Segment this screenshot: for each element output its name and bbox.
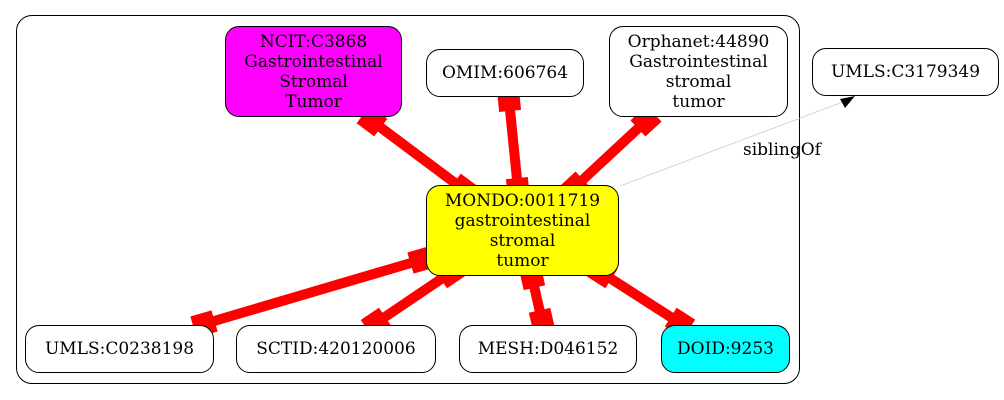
label-line: UMLS:C3179349	[830, 62, 981, 82]
label-line: Gastrointestinal	[629, 51, 768, 72]
label-line: UMLS:C0238198	[44, 339, 195, 359]
node-omim-606764[interactable]: OMIM:606764	[426, 49, 584, 97]
node-omim-label: OMIM:606764	[442, 63, 568, 83]
label-line: MONDO:0011719	[444, 190, 601, 211]
node-mesh-label: MESH:D046152	[478, 339, 619, 359]
node-doid-9253[interactable]: DOID:9253	[661, 325, 790, 373]
label-line: tumor	[496, 250, 549, 271]
label-line: Tumor	[285, 91, 342, 112]
label-line: gastrointestinal	[454, 210, 591, 231]
edge-label-siblingOf: siblingOf	[743, 140, 821, 160]
edge-ncit	[369, 116, 466, 194]
node-sctid-label: SCTID:420120006	[256, 339, 415, 359]
cluster-box	[16, 15, 800, 384]
label-line: DOID:9253	[677, 339, 774, 359]
edge-sctid	[373, 268, 453, 328]
label-line: stromal	[665, 71, 732, 92]
label-line: OMIM:606764	[441, 63, 569, 83]
edge-orphanet	[571, 117, 650, 191]
label-line: Orphanet:44890	[627, 31, 770, 52]
node-umls-c3179349-label: UMLS:C3179349	[831, 62, 980, 82]
label-line: stromal	[489, 230, 556, 251]
node-sctid-420120006[interactable]: SCTID:420120006	[236, 325, 436, 373]
edge-siblingOf	[619, 99, 849, 187]
label-line: NCIT:C3868	[259, 31, 368, 52]
label-line: tumor	[672, 91, 725, 112]
edge-doid	[599, 268, 683, 328]
node-umls-c0238198[interactable]: UMLS:C0238198	[25, 325, 214, 373]
node-mesh-d046152[interactable]: MESH:D046152	[459, 325, 637, 373]
label-line: Stromal	[279, 71, 348, 92]
node-umls-c0238198-label: UMLS:C0238198	[45, 339, 194, 359]
edge-umls	[202, 255, 423, 329]
edge-omim	[504, 99, 523, 190]
node-umls-c3179349[interactable]: UMLS:C3179349	[812, 48, 999, 96]
arrowhead-siblingOf	[840, 96, 855, 108]
label-line: MESH:D046152	[477, 339, 619, 359]
label-line: Gastrointestinal	[244, 51, 383, 72]
label-line: SCTID:420120006	[256, 339, 416, 359]
node-doid-label: DOID:9253	[677, 339, 774, 359]
